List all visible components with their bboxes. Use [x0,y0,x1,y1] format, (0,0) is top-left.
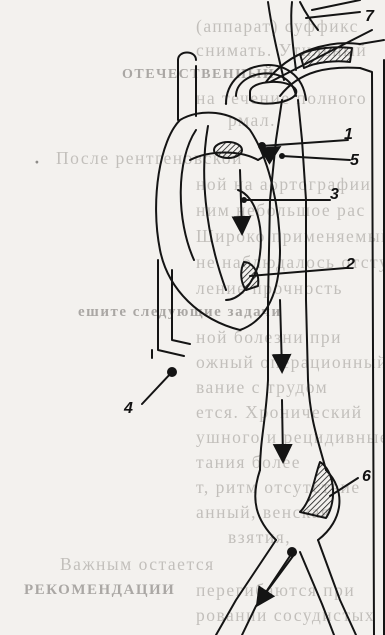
aorta-lower-right [308,380,326,470]
atrial-defect [214,142,242,158]
callout-5: 5 [350,152,359,170]
marker-dot-3 [241,197,247,203]
leader-7 [270,30,372,82]
aorta-bifurcation-left [255,470,276,540]
marker-dot-5 [279,153,285,159]
stenosis-7 [300,47,352,68]
callout-1: 1 [344,126,353,144]
bifurcation-point [288,548,296,556]
neck-vessel-mid [291,2,296,70]
ivc-right [172,270,190,344]
stenosis-6 [300,462,333,518]
callout-7: 7 [365,8,374,26]
aorta-top-edge [360,40,384,44]
marker-dot-1 [259,143,265,149]
svc-cap [178,53,196,61]
leader-5 [282,156,350,160]
callout-6: 6 [362,468,371,486]
callout-2: 2 [346,256,355,274]
heart-septum-left [181,130,196,260]
flow-arrow-4 [282,400,283,460]
aorta-lower-left [260,380,268,470]
flow-arrow-3 [280,300,282,370]
flow-arrow-5 [258,556,290,604]
aorta-inner-wall [360,68,374,635]
iliac-right-outer [318,540,356,635]
branch-top-right [312,0,360,10]
callout-4: 4 [124,400,133,418]
iliac-left-outer [216,540,276,635]
callout-3: 3 [330,186,339,204]
leader-2 [250,268,346,276]
iliac-right-inner [300,552,334,635]
arch-bulge [250,82,296,104]
branch-top-right-2 [306,12,360,18]
leader-4 [142,372,172,404]
aortic-arch-outer [226,65,306,104]
iliac-left-inner [242,552,296,635]
